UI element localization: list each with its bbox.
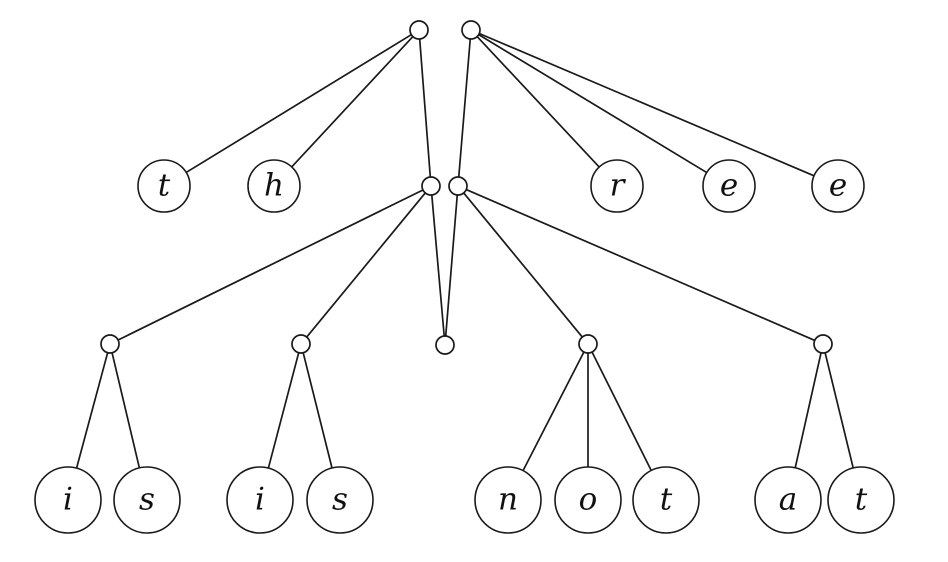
leaf-node-t[interactable]: t [137,159,191,213]
leaf-label: s [139,482,155,518]
tree-edge [75,351,109,469]
node-circle [409,20,429,40]
node-circle [421,176,441,196]
node-circle [578,334,598,354]
leaf-node-r[interactable]: r [590,159,644,213]
leaf-node-s[interactable]: s [113,466,181,534]
leaf-node-e[interactable]: e [702,159,756,213]
tree-edge [824,351,855,469]
tree-edge [477,33,708,174]
node-circle [435,335,455,355]
leaf-circle [754,466,822,534]
leaf-label: e [720,168,738,204]
leaf-circle [632,466,700,534]
leaf-circle [702,159,756,213]
tree-edge [305,192,427,338]
leaf-circle [34,466,102,534]
node-circle [813,334,833,354]
leaf-node-i[interactable]: i [34,466,102,534]
leaf-circle [554,466,622,534]
tree-edge [794,351,822,469]
leaf-label: h [264,168,284,204]
leaf-circle [306,466,374,534]
leaf-circle [226,466,294,534]
internal-node[interactable] [291,334,311,354]
leaf-circle [811,159,865,213]
leaf-node-a[interactable]: a [754,466,822,534]
node-circle [448,176,468,196]
internal-node[interactable] [409,20,429,40]
node-circle [100,334,120,354]
tree-edge [290,35,414,168]
leaf-circle [827,466,895,534]
internal-node[interactable] [421,176,441,196]
tree-edge [522,351,585,472]
leaf-node-h[interactable]: h [247,159,301,213]
leaf-label: s [332,482,348,518]
internal-node[interactable] [461,20,481,40]
tree-edge [462,192,584,338]
leaf-label: n [498,482,518,518]
tree-edge [418,38,432,178]
leaf-label: r [610,168,627,204]
tree-edge [478,32,815,177]
leaf-node-e[interactable]: e [811,159,865,213]
leaf-node-t[interactable]: t [827,466,895,534]
leaf-label: i [255,482,265,518]
leaf-node-i[interactable]: i [226,466,294,534]
leaf-circle [247,159,301,213]
tree-edge [117,189,424,341]
leaf-label: a [779,482,797,518]
node-circle [291,334,311,354]
internal-node[interactable] [100,334,120,354]
leaf-label: e [829,168,847,204]
tree-edge [457,38,472,178]
leaf-label: t [158,168,171,204]
tree-edge [267,351,300,469]
tree-edge [185,33,413,174]
tree-edge [476,35,601,168]
internal-node[interactable] [435,335,455,355]
leaf-circle [137,159,191,213]
leaf-node-s[interactable]: s [306,466,374,534]
leaf-circle [113,466,181,534]
internal-node[interactable] [578,334,598,354]
node-circle [461,20,481,40]
leaf-circle [474,466,542,534]
tree-edge [302,351,333,469]
tree-edge [430,194,446,337]
leaf-node-n[interactable]: n [474,466,542,534]
leaf-label: t [855,482,868,518]
tree-edge [444,194,459,337]
leaf-node-t[interactable]: t [632,466,700,534]
node-layer: t h r e e i s i s n o t a t [34,20,895,534]
tree-edge [111,351,141,469]
leaf-node-o[interactable]: o [554,466,622,534]
tree-edge [591,351,653,472]
leaf-label: t [660,482,673,518]
leaf-label: o [579,482,598,518]
internal-node[interactable] [813,334,833,354]
tree-edge [465,188,816,342]
internal-node[interactable] [448,176,468,196]
edge-layer [75,32,855,472]
leaf-label: i [63,482,73,518]
leaf-circle [590,159,644,213]
